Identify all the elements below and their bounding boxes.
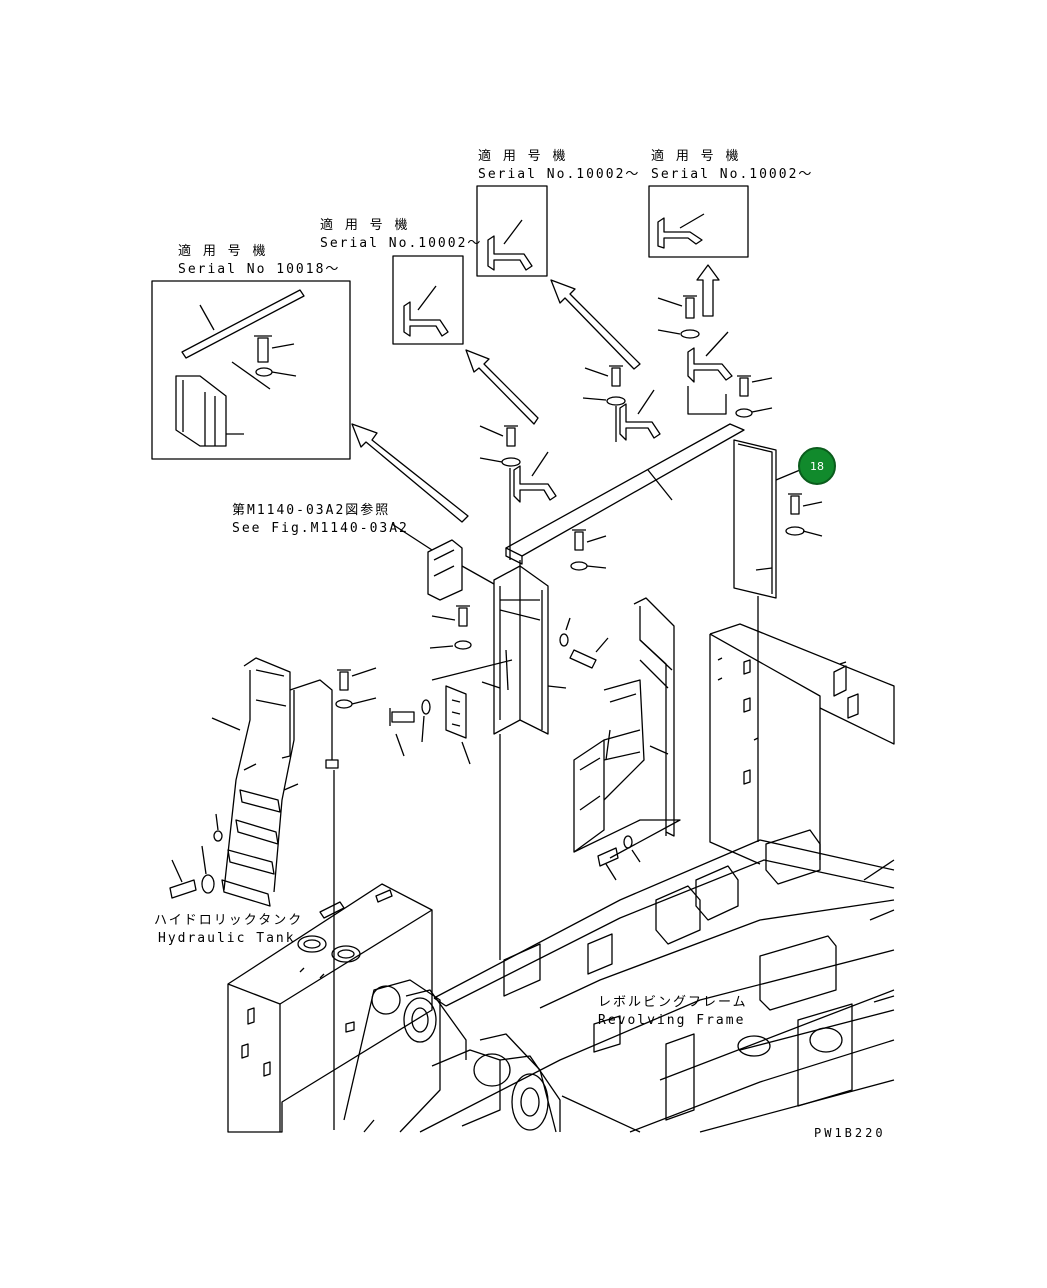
vertical-post [391,523,567,960]
arrow-to-inset-3 [550,279,641,370]
brackets [509,331,733,560]
inset-box-4 [648,185,749,258]
boom-pivots [343,979,641,1133]
callout-18-label: 18 [810,459,824,473]
inset4-jp-label: 適 用 号 機 [651,149,741,164]
inset-box-1 [151,280,351,460]
inset1-jp-label: 適 用 号 機 [178,244,268,259]
inset2-jp-label: 適 用 号 機 [320,218,410,233]
inset-box-2 [392,255,464,345]
hydraulic-tank-jp-label: ハイドロリックタンク [154,913,304,928]
reference-jp-label: 第M1140-03A2図参照 [232,503,391,518]
hydraulic-tank-en-label: Hydraulic Tank [158,931,296,946]
bolts-and-washers [169,295,823,899]
front-ladder [573,597,681,859]
callout-18-badge[interactable]: 18 [798,447,836,485]
hydraulic-tank [227,883,433,1133]
right-cab-stand [709,623,895,865]
arrow-to-inset-1 [351,423,469,523]
cross-bar [505,423,745,572]
arrow-to-inset-4 [696,264,720,317]
drawing-code-label: PW1B220 [814,1126,886,1140]
inset3-serial-label: Serial No.10002～ [478,167,641,182]
inset2-serial-label: Serial No.10002～ [320,236,483,251]
inset1-serial-label: Serial No 10018～ [178,262,341,277]
inset4-serial-label: Serial No.10002～ [651,167,814,182]
revolving-frame [419,829,895,1133]
arrow-to-inset-2 [465,349,539,425]
inset-box-3 [476,185,548,277]
reference-en-label: See Fig.M1140-03A2 [232,521,409,536]
revolving-frame-jp-label: レボルビングフレーム [598,995,748,1010]
panel-18 [733,439,801,842]
left-ladder [211,657,339,1130]
inset3-jp-label: 適 用 号 機 [478,149,568,164]
revolving-frame-en-label: Revolving Frame [598,1013,746,1028]
